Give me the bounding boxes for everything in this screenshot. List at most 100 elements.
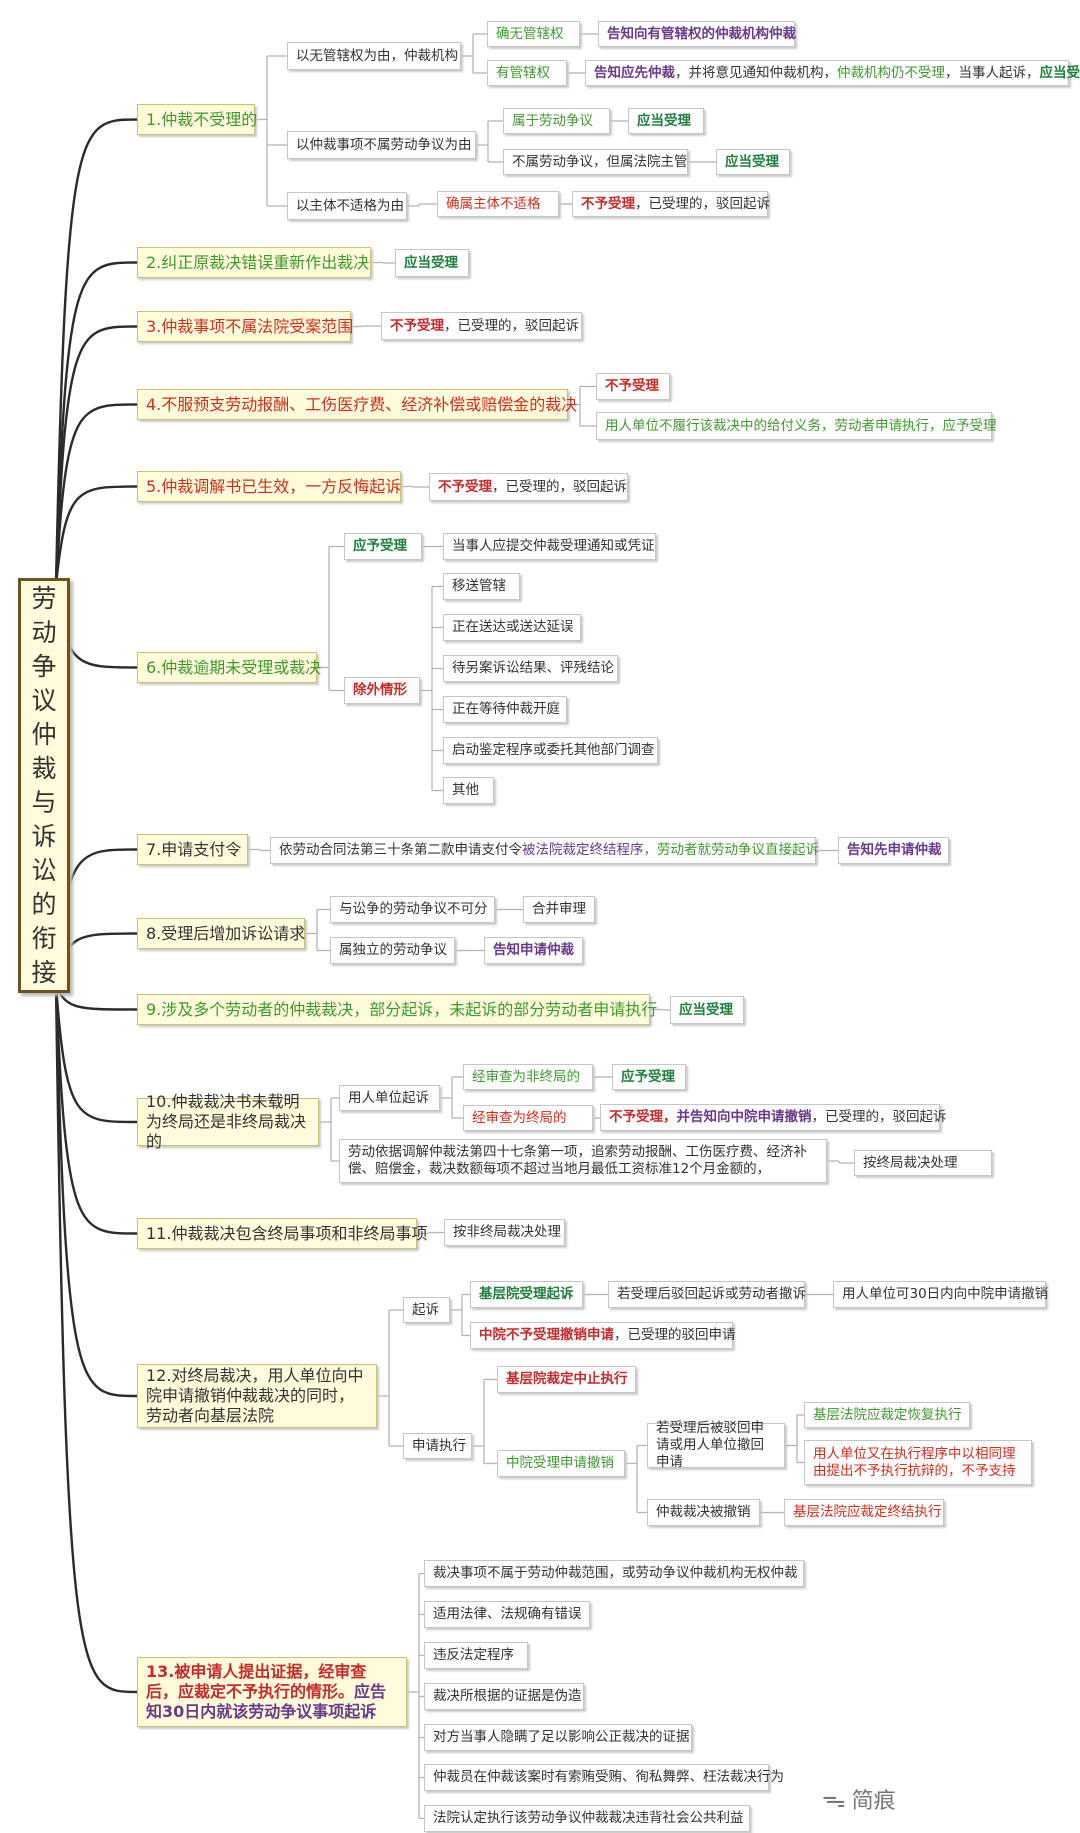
- node-text-part: 仲裁机构仍不受理: [837, 64, 945, 81]
- node-n1c1x: 不予受理，已受理的，驳回起诉: [572, 191, 770, 217]
- node-text: 适用法律、法规确有错误: [433, 1606, 582, 1623]
- node-text: 属于劳动争议: [512, 112, 593, 129]
- node-text: 告知申请仲裁: [493, 942, 574, 959]
- root-char: 讼: [31, 855, 57, 885]
- node-text: 与讼争的劳动争议不可分: [339, 901, 488, 918]
- node-text: 以仲裁事项不属劳动争议为由: [296, 136, 472, 153]
- node-text-part: 不予受理: [390, 317, 444, 334]
- node-text: 裁决事项不属于劳动仲裁范围，或劳动争议仲裁机构无权仲裁: [433, 1565, 798, 1582]
- node-n6b6: 其他: [443, 777, 494, 804]
- node-text-part: 告知应先仲裁: [594, 64, 675, 81]
- connector: [54, 984, 138, 1124]
- node-text: 应予受理: [621, 1068, 675, 1085]
- node-text: 法院认定执行该劳动争议仲裁裁决违背社会公共利益: [433, 1810, 744, 1827]
- node-text-part: ，已受理的，驳回起诉: [492, 478, 627, 495]
- node-text: 若受理后被驳回申请或用人单位撤回申请: [656, 1420, 764, 1470]
- node-n1a: 以无管辖权为由，仲裁机构: [287, 42, 461, 70]
- node-text: 劳动依据调解仲裁法第四十七条第一项，追索劳动报酬、工伤医疗费、经济补偿、赔偿金，…: [348, 1144, 807, 1177]
- node-text: 经审查为非终局的: [472, 1068, 580, 1085]
- node-text: 有管辖权: [496, 64, 550, 81]
- node-n6b1: 移送管辖: [443, 573, 520, 600]
- node-text-part: 并告知向中院申请撤销: [676, 1109, 812, 1126]
- node-n10a: 用人单位起诉: [339, 1085, 440, 1111]
- connector: [54, 984, 138, 1694]
- node-n1a2x: 告知应先仲裁，并将意见通知仲裁机构，仲裁机构仍不受理，当事人起诉，应当受理: [585, 60, 1080, 86]
- node-text-part: 应当受理: [1039, 64, 1080, 81]
- node-n1b2x: 应当受理: [716, 149, 790, 175]
- node-text: 应当受理: [679, 1001, 733, 1018]
- node-text: 4.不服预支劳动报酬、工伤医疗费、经济补偿或赔偿金的裁决: [146, 394, 578, 414]
- node-n5: 5.仲裁调解书已生效，一方反悔起诉: [137, 471, 401, 502]
- node-text-part: 不予受理: [438, 478, 492, 495]
- node-n9: 9.涉及多个劳动者的仲裁裁决，部分起诉，未起诉的部分劳动者申请执行: [137, 994, 657, 1025]
- node-n1: 1.仲裁不受理的: [137, 104, 257, 135]
- node-n6b4: 正在等待仲裁开庭: [443, 696, 567, 723]
- connector: [54, 325, 138, 586]
- node-n7: 7.申请支付令: [137, 834, 248, 865]
- connector: [54, 984, 138, 1398]
- node-n10a1x: 应予受理: [612, 1064, 686, 1090]
- node-text: 不予受理: [605, 378, 659, 395]
- node-n5x: 不予受理，已受理的，驳回起诉: [429, 473, 628, 501]
- node-text: 告知先申请仲裁: [847, 842, 942, 859]
- node-n12a1x: 若受理后驳回起诉或劳动者撤诉: [608, 1281, 806, 1308]
- node-n7x: 告知先申请仲裁: [838, 837, 949, 864]
- node-text: 12.对终局裁决，用人单位向中院申请撤销仲裁裁决的同时，劳动者向基层法院: [146, 1366, 364, 1425]
- root-char: 劳: [31, 583, 57, 613]
- node-text-part: 13.被申请人提出证据，经审查后，应裁定不予执行的情形。: [146, 1662, 367, 1701]
- node-text: 若受理后驳回起诉或劳动者撤诉: [617, 1286, 806, 1303]
- node-n10a2x: 不予受理，并告知向中院申请撤销，已受理的，驳回起诉: [600, 1104, 947, 1131]
- node-text-part: ，劳动者就劳动争议直接起诉: [643, 842, 820, 859]
- node-n6b5: 启动鉴定程序或委托其他部门调查: [443, 737, 658, 764]
- node-n4a: 不予受理: [596, 373, 670, 400]
- node-text-part: 不予受理，: [609, 1109, 677, 1126]
- node-n12a1y: 用人单位可30日内向中院申请撤销: [833, 1281, 1048, 1308]
- node-n8b: 属独立的劳动争议: [330, 937, 455, 964]
- node-n12b2a1: 基层法院应裁定恢复执行: [804, 1402, 970, 1428]
- node-n12a: 起诉: [403, 1297, 450, 1323]
- node-text: 合并审理: [532, 901, 586, 918]
- node-n1b1: 属于劳动争议: [503, 108, 610, 134]
- node-text: 其他: [452, 782, 479, 799]
- node-n13: 13.被申请人提出证据，经审查后，应裁定不予执行的情形。应告知30日内就该劳动争…: [137, 1657, 407, 1727]
- node-n1c1: 确属主体不适格: [437, 191, 559, 217]
- node-text-part: 不予受理: [581, 195, 635, 212]
- node-text: 起诉: [412, 1301, 439, 1318]
- root-char: 争: [31, 651, 57, 681]
- node-n7a: 依劳动合同法第三十条第二款申请支付令被法院裁定终结程序，劳动者就劳动争议直接起诉: [270, 837, 819, 864]
- node-n1a1: 确无管辖权: [487, 21, 580, 47]
- node-n1b1x: 应当受理: [628, 108, 704, 134]
- node-n2x: 应当受理: [395, 249, 469, 277]
- node-n6b2: 正在送达或送达延误: [443, 614, 581, 641]
- node-n12b2: 中院受理申请撤销: [497, 1450, 625, 1477]
- connector: [54, 261, 138, 586]
- node-text-part: ，已受理的驳回申请: [614, 1327, 736, 1344]
- node-text-part: 被法院裁定终结程序: [522, 842, 644, 859]
- node-text: 用人单位起诉: [348, 1089, 429, 1106]
- node-text-part: ，已受理的，驳回起诉: [635, 195, 770, 212]
- node-text: 用人单位又在执行程序中以相同理由提出不予执行抗辩的，不予支持: [813, 1445, 1016, 1479]
- node-text-part: 依劳动合同法第三十条第二款申请支付令: [279, 842, 522, 859]
- node-n1b2: 不属劳动争议，但属法院主管: [503, 149, 688, 175]
- root-char: 诉: [31, 821, 57, 851]
- watermark-text: 简痕: [851, 1788, 896, 1814]
- node-n8bx: 告知申请仲裁: [484, 937, 583, 964]
- node-n8ax: 合并审理: [523, 896, 595, 923]
- node-n13g: 法院认定执行该劳动争议仲裁裁决违背社会公共利益: [424, 1805, 750, 1832]
- node-n2: 2.纠正原裁决错误重新作出裁决: [137, 247, 371, 278]
- node-text: 经审查为终局的: [472, 1109, 567, 1126]
- root-char: 衔: [31, 923, 57, 953]
- node-n10b: 劳动依据调解仲裁法第四十七条第一项，追索劳动报酬、工伤医疗费、经济补偿、赔偿金，…: [339, 1139, 827, 1183]
- node-text: 告知向有管辖权的仲裁机构仲裁: [607, 25, 796, 42]
- node-text: 待另案诉讼结果、评残结论: [452, 660, 614, 677]
- node-n6ax: 当事人应提交仲裁受理通知或凭证: [443, 533, 656, 560]
- node-n10: 10.仲裁裁决书未载明为终局还是非终局裁决的: [137, 1092, 319, 1151]
- node-text-part: 应告知30日内就该劳动争议事项起诉: [146, 1682, 387, 1721]
- node-n6: 6.仲裁逾期未受理或裁决: [137, 652, 321, 683]
- node-text: 启动鉴定程序或委托其他部门调查: [452, 742, 655, 759]
- node-text: 9.涉及多个劳动者的仲裁裁决，部分起诉，未起诉的部分劳动者申请执行: [146, 999, 658, 1019]
- node-text: 确无管辖权: [496, 25, 564, 42]
- node-n13d: 裁决所根据的证据是伪造: [424, 1683, 584, 1710]
- root-topic: 劳动争议仲裁与诉讼的衔接: [18, 578, 70, 993]
